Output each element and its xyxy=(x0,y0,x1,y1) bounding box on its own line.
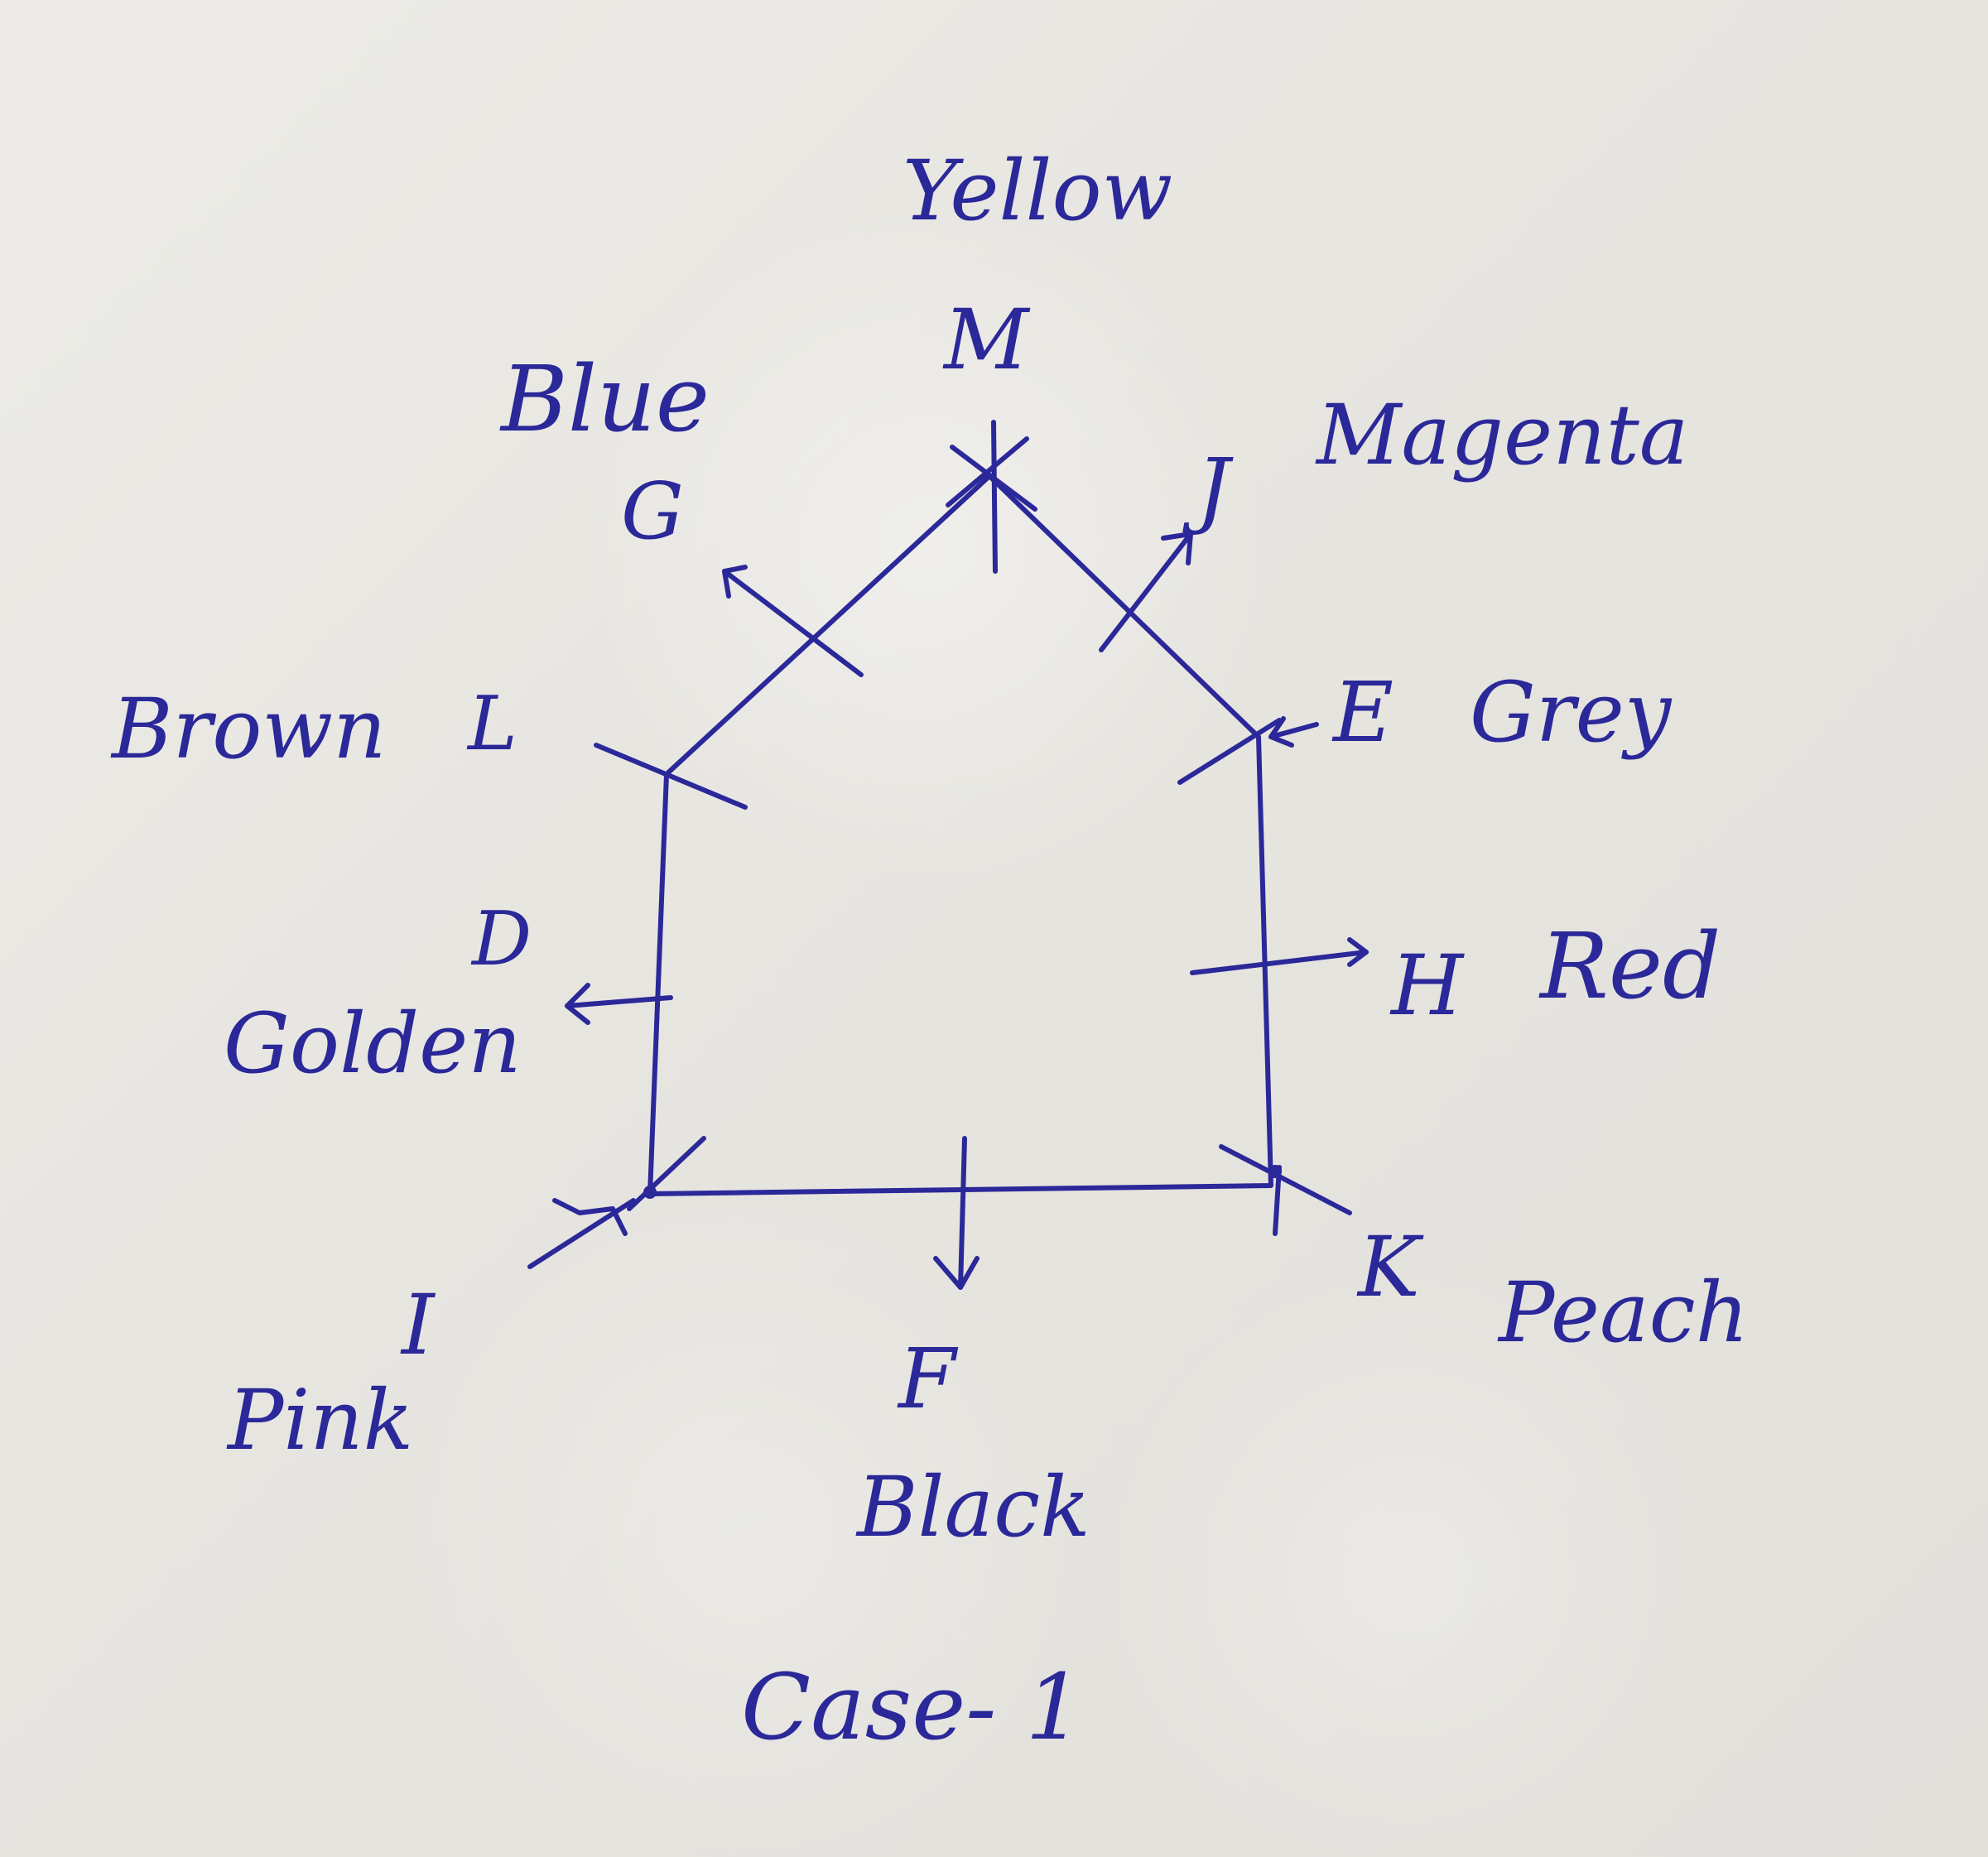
node-letter-K: K xyxy=(1356,1219,1424,1316)
color-label-K: Peach xyxy=(1497,1264,1749,1361)
node-letter-E: E xyxy=(1331,664,1394,761)
node-letter-M: M xyxy=(942,291,1031,388)
color-label-H: Red xyxy=(1538,913,1721,1019)
arrow-to-G xyxy=(722,565,864,677)
node-letter-F: F xyxy=(897,1330,959,1427)
color-label-F: Black xyxy=(855,1459,1090,1556)
node-letter-D: D xyxy=(470,896,532,983)
color-label-I: Pink xyxy=(226,1372,413,1469)
vertex-marker-upper-left xyxy=(594,743,748,810)
color-label-G: Blue xyxy=(499,346,710,452)
color-label-M: Yellow xyxy=(903,142,1172,239)
pentagon-outline xyxy=(647,474,1273,1196)
node-letter-I: I xyxy=(400,1277,436,1374)
arrow-to-D xyxy=(565,983,673,1025)
color-label-D: Golden xyxy=(224,995,522,1092)
arrow-to-F xyxy=(933,1136,980,1290)
arrow-to-H xyxy=(1190,937,1369,975)
caption: Case- 1 xyxy=(741,1654,1083,1760)
vertex-marker-upper-right xyxy=(1177,718,1282,785)
node-letter-H: H xyxy=(1389,937,1465,1034)
arrow-to-E xyxy=(1268,716,1319,748)
vertex-marker-lower-left xyxy=(627,1136,706,1211)
arrow-to-J xyxy=(1099,532,1193,652)
node-letter-L: L xyxy=(466,681,517,767)
vertex-marker-top xyxy=(946,420,1037,574)
color-label-J: Magenta xyxy=(1315,387,1688,483)
node-letter-J: J xyxy=(1182,440,1234,537)
color-label-L: Brown xyxy=(110,681,387,777)
vertex-marker-lower-right xyxy=(1219,1144,1352,1236)
arrow-from-I xyxy=(527,1198,636,1269)
node-letter-G: G xyxy=(621,466,684,557)
color-label-E: Grey xyxy=(1470,664,1673,761)
